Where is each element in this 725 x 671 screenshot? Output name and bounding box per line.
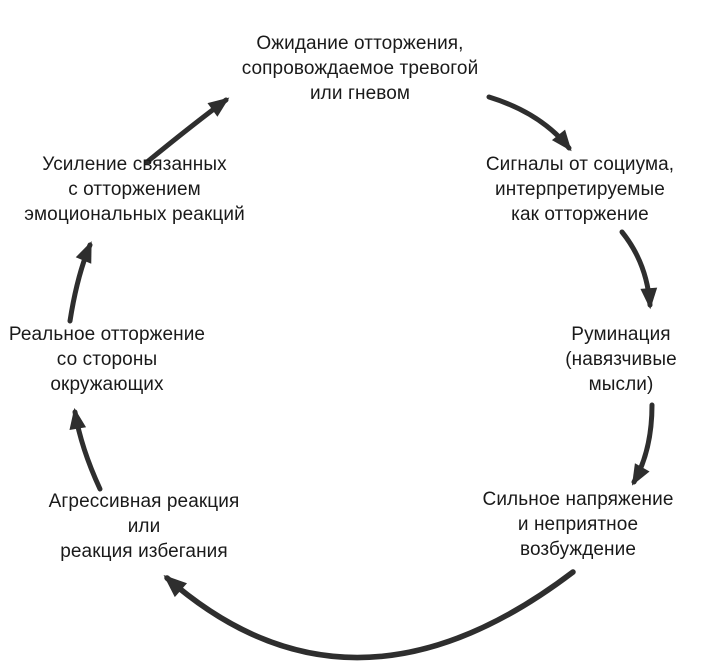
node-amplified-emotional-reactions: Усиление связанных с отторжением эмоцион…	[24, 154, 245, 225]
node-rumination: Руминация (навязчивые мысли)	[565, 324, 677, 395]
arrow-reaction-to-real-icon	[69, 407, 103, 492]
arrow-signals-to-rumination-icon	[619, 229, 658, 310]
arrow-tension-to-reaction-icon	[163, 569, 576, 661]
node-strong-tension: Сильное напряжение и неприятное возбужде…	[482, 489, 674, 560]
node-signals-from-society: Сигналы от социума, интерпретируемые как…	[485, 154, 675, 225]
arrow-expectation-to-signals-icon	[486, 94, 572, 152]
arrow-amplification-to-expectation-icon	[144, 97, 230, 165]
node-aggressive-or-avoidant-reaction: Агрессивная реакция или реакция избегани…	[48, 491, 240, 562]
arrow-real-to-amplification-icon	[67, 241, 93, 324]
arrow-rumination-to-tension-icon	[631, 402, 655, 486]
node-real-rejection: Реальное отторжение со стороны окружающи…	[8, 324, 206, 395]
node-expectation-of-rejection: Ожидание отторжения, сопровождаемое трев…	[241, 33, 479, 104]
